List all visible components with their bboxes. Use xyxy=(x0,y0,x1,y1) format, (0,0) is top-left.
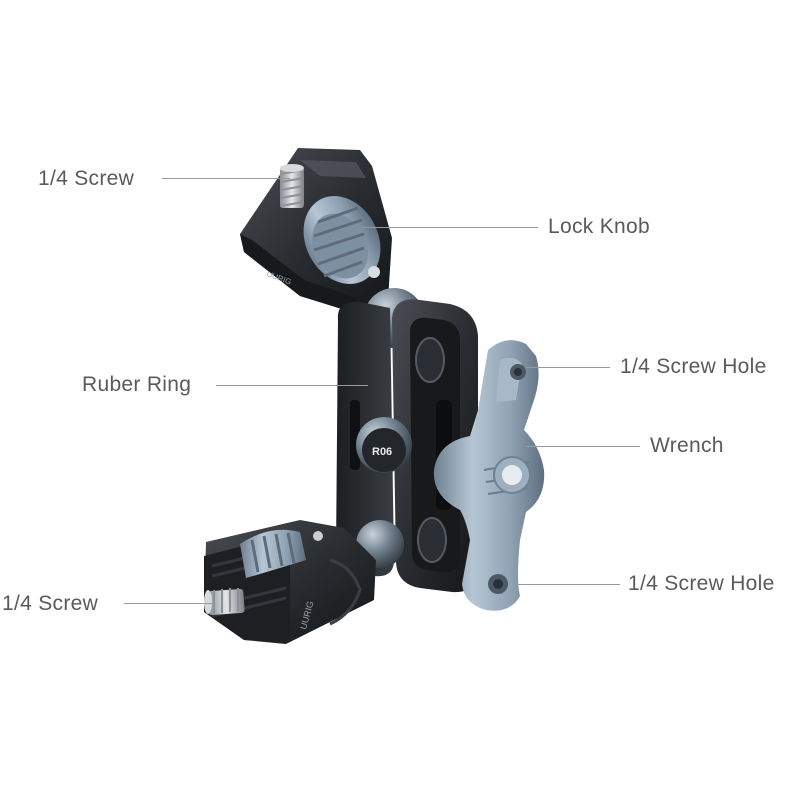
wrench-center-bolt-icon xyxy=(502,465,522,485)
leader-line-ruber-ring xyxy=(216,385,368,386)
leader-line-screw-hole-upper xyxy=(526,367,610,368)
leader-line-wrench xyxy=(526,446,640,447)
label-ruber-ring: Ruber Ring xyxy=(82,373,192,396)
top-clamp-head: UURIG xyxy=(240,148,392,314)
leader-line-bottom-screw xyxy=(124,603,214,604)
top-lock-knob xyxy=(303,196,381,284)
leader-line-screw-hole-lower xyxy=(516,584,620,585)
label-wrench: Wrench xyxy=(650,434,724,457)
label-screw-hole-upper: 1/4 Screw Hole xyxy=(620,355,767,378)
bottom-lock-knob xyxy=(240,529,306,578)
rubber-ring-upper xyxy=(415,337,445,383)
label-screw-hole-lower: 1/4 Screw Hole xyxy=(628,572,775,595)
bottom-screw-thread xyxy=(204,588,245,616)
bottom-clamp-head: UURIG xyxy=(204,520,376,644)
center-ball: R06 xyxy=(356,417,412,473)
label-top-screw: 1/4 Screw xyxy=(38,167,135,190)
label-bottom-screw: 1/4 Screw xyxy=(2,592,99,615)
rubber-ring-lower xyxy=(417,517,447,563)
wrench-handle xyxy=(433,340,545,611)
top-screw-thread xyxy=(279,164,305,208)
bottom-pin-icon xyxy=(313,531,323,541)
model-mark: R06 xyxy=(372,446,392,458)
top-pin-icon xyxy=(368,266,380,278)
leader-line-top-screw xyxy=(162,178,290,179)
leader-line-lock-knob xyxy=(362,227,538,228)
label-lock-knob: Lock Knob xyxy=(548,215,650,238)
